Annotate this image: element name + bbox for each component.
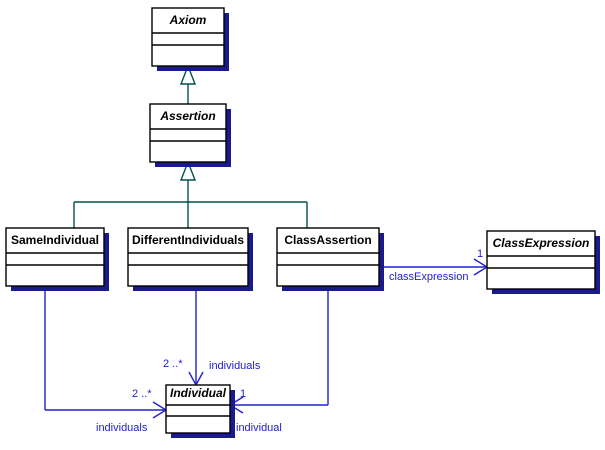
assoc-multiplicity-same-individual: 2 ..*: [132, 388, 152, 400]
class-box-individual[interactable]: Individual: [165, 384, 235, 438]
class-box-assertion[interactable]: Assertion: [149, 103, 231, 167]
assoc-role-same-individual: individuals: [96, 422, 148, 434]
class-box-axiom[interactable]: Axiom: [151, 7, 229, 71]
generalization-tree-to-assertion: [73, 160, 308, 228]
assoc-role-class-assertion-individual: individual: [236, 422, 282, 434]
generalization-assertion-to-axiom: [179, 64, 197, 104]
association-different-individuals-individual: [188, 286, 204, 387]
class-name-same-individual: SameIndividual: [11, 233, 99, 247]
assoc-multiplicity-class-assertion-individual: 1: [240, 388, 246, 400]
assoc-role-class-expression: classExpression: [389, 271, 468, 283]
class-name-axiom: Axiom: [169, 13, 207, 27]
class-name-assertion: Assertion: [159, 109, 215, 123]
class-box-class-assertion[interactable]: ClassAssertion: [276, 227, 384, 291]
class-name-different-individuals: DifferentIndividuals: [132, 233, 244, 247]
assoc-role-different-individuals: individuals: [209, 360, 261, 372]
class-name-class-expression: ClassExpression: [493, 236, 590, 250]
assoc-multiplicity-class-expression: 1: [477, 248, 483, 260]
class-name-individual: Individual: [170, 386, 227, 400]
class-box-same-individual[interactable]: SameIndividual: [5, 227, 109, 291]
class-box-class-expression[interactable]: ClassExpression: [486, 230, 600, 294]
class-box-different-individuals[interactable]: DifferentIndividuals: [127, 227, 253, 291]
assoc-multiplicity-different-individuals: 2 ..*: [163, 358, 183, 370]
class-name-class-assertion: ClassAssertion: [284, 233, 371, 247]
